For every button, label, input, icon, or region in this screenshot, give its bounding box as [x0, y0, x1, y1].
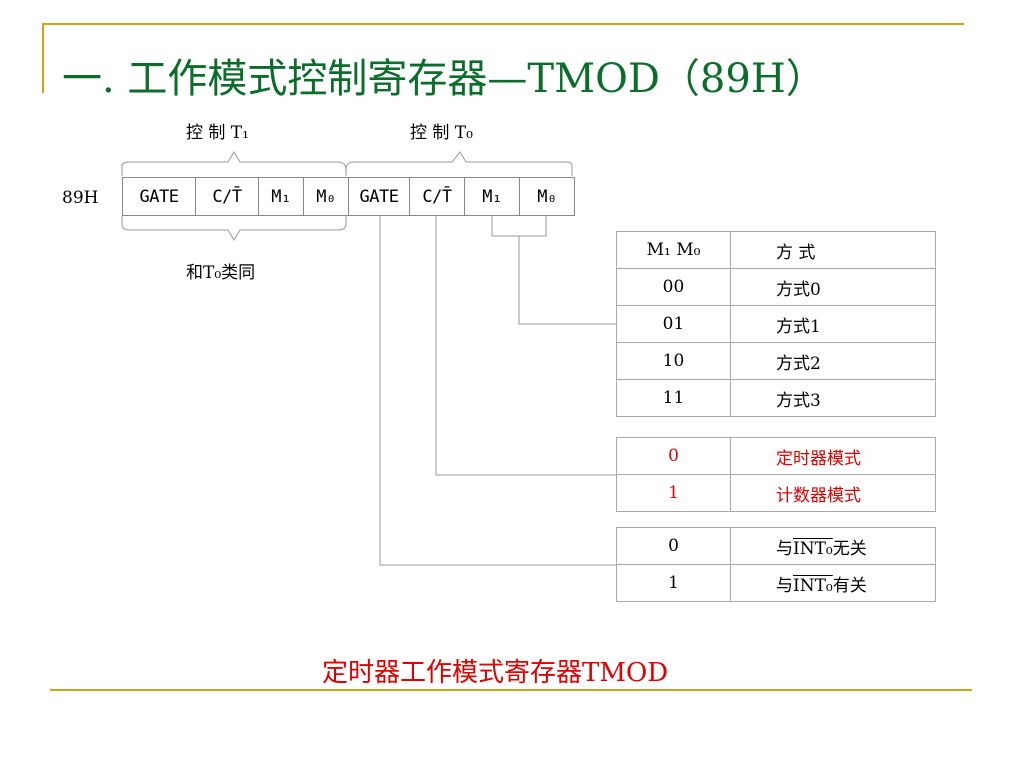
- gate-suffix: 无关: [832, 538, 867, 559]
- table-row: 10 方式2: [616, 342, 936, 380]
- same-as-t0-label: 和T₀类同: [186, 263, 256, 283]
- mode-bits: 00: [616, 268, 731, 306]
- table-row: 01 方式1: [616, 305, 936, 343]
- bit-ct-t0: C/T̄: [410, 178, 465, 215]
- frame-left-rule: [42, 23, 44, 93]
- gate-table: 0 与INT₀无关 1 与INT₀有关: [616, 527, 936, 602]
- gate-meaning: 与INT₀有关: [730, 564, 936, 602]
- frame-bottom-rule: [50, 689, 972, 691]
- brace-t1-top: [121, 151, 347, 176]
- brace-t1-bottom: [121, 216, 347, 241]
- mode-name: 方式1: [730, 305, 936, 343]
- mode-name: 方式0: [730, 268, 936, 306]
- table-row: 11 方式3: [616, 379, 936, 417]
- ct-value: 1: [616, 474, 731, 512]
- tmod-register: GATE C/T̄ M₁ M₀ GATE C/T̄ M₁ M₀: [122, 177, 575, 216]
- frame-top-rule: [44, 23, 964, 25]
- ct-mode: 定时器模式: [730, 437, 936, 475]
- bit-m0-t0: M₀: [537, 186, 557, 207]
- int0-signal: INT₀: [793, 538, 833, 559]
- table-row: 0 与INT₀无关: [616, 527, 936, 565]
- mode-bits: 01: [616, 305, 731, 343]
- ct-value: 0: [616, 437, 731, 475]
- figure-caption: 定时器工作模式寄存器TMOD: [322, 658, 669, 688]
- table-row: M₁ M₀ 方 式: [616, 231, 936, 269]
- bit-m1-t0: M₁: [465, 178, 520, 215]
- mode-header-label: 方 式: [730, 231, 936, 269]
- bit-gate-t0: GATE: [349, 178, 410, 215]
- mode-table: M₁ M₀ 方 式 00 方式0 01 方式1 10 方式2 11 方式3: [616, 231, 936, 417]
- gate-prefix: 与: [776, 575, 793, 596]
- gate-value: 0: [616, 527, 731, 565]
- slide-title: 一. 工作模式控制寄存器—TMOD（89H）: [62, 56, 826, 102]
- int0-signal: INT₀: [793, 575, 833, 596]
- control-t1-label: 控 制 T₁: [186, 123, 249, 143]
- bit-gate-t1: GATE: [123, 178, 196, 215]
- control-t0-label: 控 制 T₀: [410, 123, 473, 143]
- bit-m1-t1: M₁: [259, 178, 304, 215]
- mode-bits: 11: [616, 379, 731, 417]
- bit-m0-t1: M₀: [304, 178, 349, 215]
- table-row: 00 方式0: [616, 268, 936, 306]
- mode-header-bits: M₁ M₀: [616, 231, 731, 269]
- mode-bits: 10: [616, 342, 731, 380]
- ct-connector: [435, 215, 616, 476]
- mode-name: 方式2: [730, 342, 936, 380]
- mode-name: 方式3: [730, 379, 936, 417]
- table-row: 0 定时器模式: [616, 437, 936, 475]
- ct-mode: 计数器模式: [730, 474, 936, 512]
- m1m0-connector: [491, 215, 616, 325]
- ct-table: 0 定时器模式 1 计数器模式: [616, 437, 936, 512]
- gate-prefix: 与: [776, 538, 793, 559]
- brace-t0-top: [345, 151, 573, 176]
- bit-ct-t1: C/T̄: [196, 178, 259, 215]
- gate-value: 1: [616, 564, 731, 602]
- gate-connector: [379, 215, 616, 566]
- register-address: 89H: [62, 188, 99, 208]
- table-row: 1 计数器模式: [616, 474, 936, 512]
- gate-meaning: 与INT₀无关: [730, 527, 936, 565]
- table-row: 1 与INT₀有关: [616, 564, 936, 602]
- gate-suffix: 有关: [832, 575, 867, 596]
